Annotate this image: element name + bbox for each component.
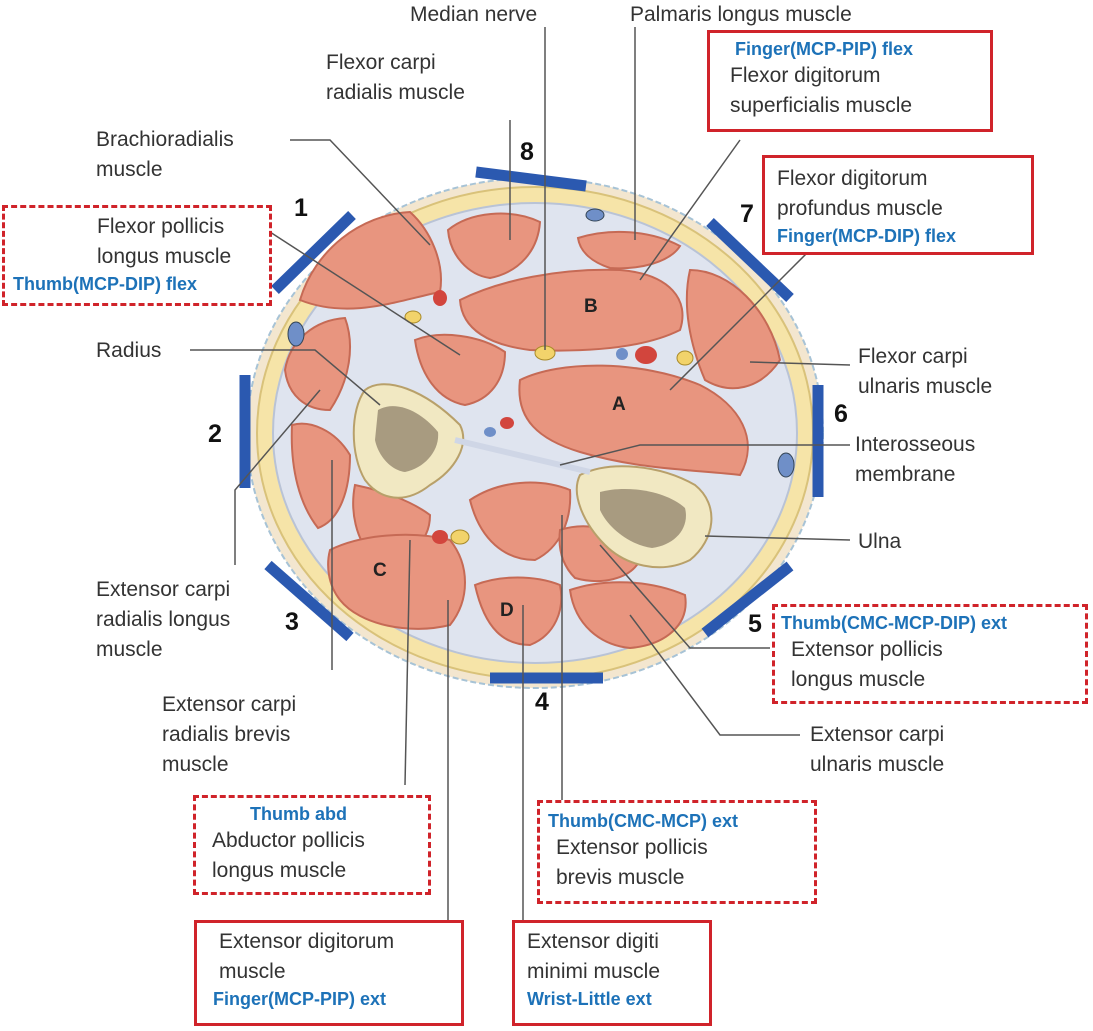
extensor-carpi-ulnaris-muscle xyxy=(568,581,687,650)
ed-box: Extensor digitorum muscle Finger(MCP-PIP… xyxy=(194,920,464,1026)
palmaris-longus-label: Palmaris longus muscle xyxy=(630,3,852,26)
ecrl-line-2: radialis longus xyxy=(96,608,231,631)
ecrb-line-1: Extensor carpi xyxy=(162,693,297,716)
electrode-number-8: 8 xyxy=(520,138,534,166)
flexor-carpi-radialis-label: Flexor carpi radialis muscle xyxy=(326,48,465,108)
electrode-number-3: 3 xyxy=(285,608,299,636)
fds-box: Finger(MCP-PIP) flex Flexor digitorum su… xyxy=(707,30,993,132)
ecrl-line-3: muscle xyxy=(96,638,163,661)
ulna-bone xyxy=(575,465,713,569)
brachioradialis-line-2: muscle xyxy=(96,158,163,181)
fpl-line-1: Flexor pollicis xyxy=(97,215,225,238)
fcr-line-2: radialis muscle xyxy=(326,81,465,104)
edm-line-1: Extensor digiti xyxy=(527,930,659,953)
electrode-1 xyxy=(271,211,356,294)
electrode-7 xyxy=(706,218,794,302)
fcu-line-2: ulnaris muscle xyxy=(858,375,993,398)
electrode-bars xyxy=(239,166,824,684)
fdp-function: Finger(MCP-DIP) flex xyxy=(777,226,957,246)
epl-box: Thumb(CMC-MCP-DIP) ext Extensor pollicis… xyxy=(772,604,1088,704)
apl-line-2: longus muscle xyxy=(212,859,347,882)
region-b-label: B xyxy=(584,296,598,317)
epb-function: Thumb(CMC-MCP) ext xyxy=(548,811,738,831)
flexor-carpi-ulnaris-label: Flexor carpi ulnaris muscle xyxy=(858,342,992,402)
brachioradialis-line-1: Brachioradialis xyxy=(96,128,234,151)
interosseous-membrane-line xyxy=(454,437,591,475)
extensor-carpi-radialis-brevis-label: Extensor carpi radialis brevis muscle xyxy=(162,690,296,780)
interosseous-line-1: Interosseous xyxy=(855,433,976,456)
fcr-line-1: Flexor carpi xyxy=(326,51,436,74)
radius-bone xyxy=(352,383,465,499)
region-a-muscle xyxy=(518,364,749,477)
electrode-5 xyxy=(701,561,794,638)
fdp-line-1: Flexor digitorum xyxy=(777,167,928,190)
region-d-label: D xyxy=(500,600,514,621)
electrode-number-2: 2 xyxy=(208,420,222,448)
electrode-number-1: 1 xyxy=(294,194,308,222)
epl-line-1: Extensor pollicis xyxy=(791,638,943,661)
apl-line-1: Abductor pollicis xyxy=(212,829,365,852)
ed-line-2: muscle xyxy=(219,960,286,983)
electrode-3 xyxy=(264,560,354,642)
epl-line-2: longus muscle xyxy=(791,668,926,691)
fds-function: Finger(MCP-PIP) flex xyxy=(735,39,914,59)
flexor-carpi-radialis-muscle xyxy=(446,212,542,280)
region-b-muscle xyxy=(458,268,684,352)
electrode-number-6: 6 xyxy=(834,400,848,428)
apl-function: Thumb abd xyxy=(250,804,347,824)
extensor-carpi-radialis-longus-label: Extensor carpi radialis longus muscle xyxy=(96,575,230,665)
brachioradialis-label: Brachioradialis muscle xyxy=(96,125,234,185)
brachioradialis-muscle xyxy=(298,210,442,310)
fpl-function: Thumb(MCP-DIP) flex xyxy=(13,274,197,294)
epb-box: Thumb(CMC-MCP) ext Extensor pollicis bre… xyxy=(537,800,817,904)
pronator-region-muscle xyxy=(413,333,507,407)
radius-label: Radius xyxy=(96,339,162,362)
region-d-muscle xyxy=(473,576,563,647)
ed-line-1: Extensor digitorum xyxy=(219,930,395,953)
epb-line-1: Extensor pollicis xyxy=(556,836,708,859)
edm-function: Wrist-Little ext xyxy=(527,989,652,1009)
median-nerve-label: Median nerve xyxy=(410,3,538,26)
ecrb-line-2: radialis brevis xyxy=(162,723,291,746)
region-a-label: A xyxy=(612,394,626,415)
electrode-number-7: 7 xyxy=(740,200,754,228)
extensor-carpi-ulnaris-label: Extensor carpi ulnaris muscle xyxy=(810,720,944,780)
edm-box: Extensor digiti minimi muscle Wrist-Litt… xyxy=(512,920,712,1026)
extensor-carpi-radialis-longus-muscle xyxy=(290,422,352,530)
fds-line-2: superficialis muscle xyxy=(730,94,913,117)
ecu-line-1: Extensor carpi xyxy=(810,723,945,746)
fcu-line-1: Flexor carpi xyxy=(858,345,968,368)
electrode-number-5: 5 xyxy=(748,610,762,638)
interosseous-line-2: membrane xyxy=(855,463,956,486)
fpl-line-2: longus muscle xyxy=(97,245,232,268)
fdp-box: Flexor digitorum profundus muscle Finger… xyxy=(762,155,1034,255)
fdp-line-2: profundus muscle xyxy=(777,197,943,220)
electrode-number-4: 4 xyxy=(535,688,549,716)
ulna-label: Ulna xyxy=(858,530,902,553)
ecu-line-2: ulnaris muscle xyxy=(810,753,945,776)
epl-function: Thumb(CMC-MCP-DIP) ext xyxy=(781,613,1007,633)
region-c-label: C xyxy=(373,560,387,581)
muscle-group xyxy=(283,210,782,650)
fpl-box: Flexor pollicis longus muscle Thumb(MCP-… xyxy=(2,205,272,306)
flexor-carpi-ulnaris-muscle xyxy=(685,268,782,390)
fds-line-1: Flexor digitorum xyxy=(730,64,881,87)
leader-lines xyxy=(190,27,851,920)
ecrb-line-3: muscle xyxy=(162,753,229,776)
interosseous-membrane-label: Interosseous membrane xyxy=(855,430,975,490)
vessels xyxy=(287,208,795,545)
epb-line-2: brevis muscle xyxy=(556,866,685,889)
region-c-muscle xyxy=(327,533,466,630)
electrode-8 xyxy=(475,166,587,192)
apl-box: Thumb abd Abductor pollicis longus muscl… xyxy=(193,795,431,895)
ecrl-line-1: Extensor carpi xyxy=(96,578,231,601)
edm-line-2: minimi muscle xyxy=(527,960,661,983)
ed-function: Finger(MCP-PIP) ext xyxy=(213,989,387,1009)
